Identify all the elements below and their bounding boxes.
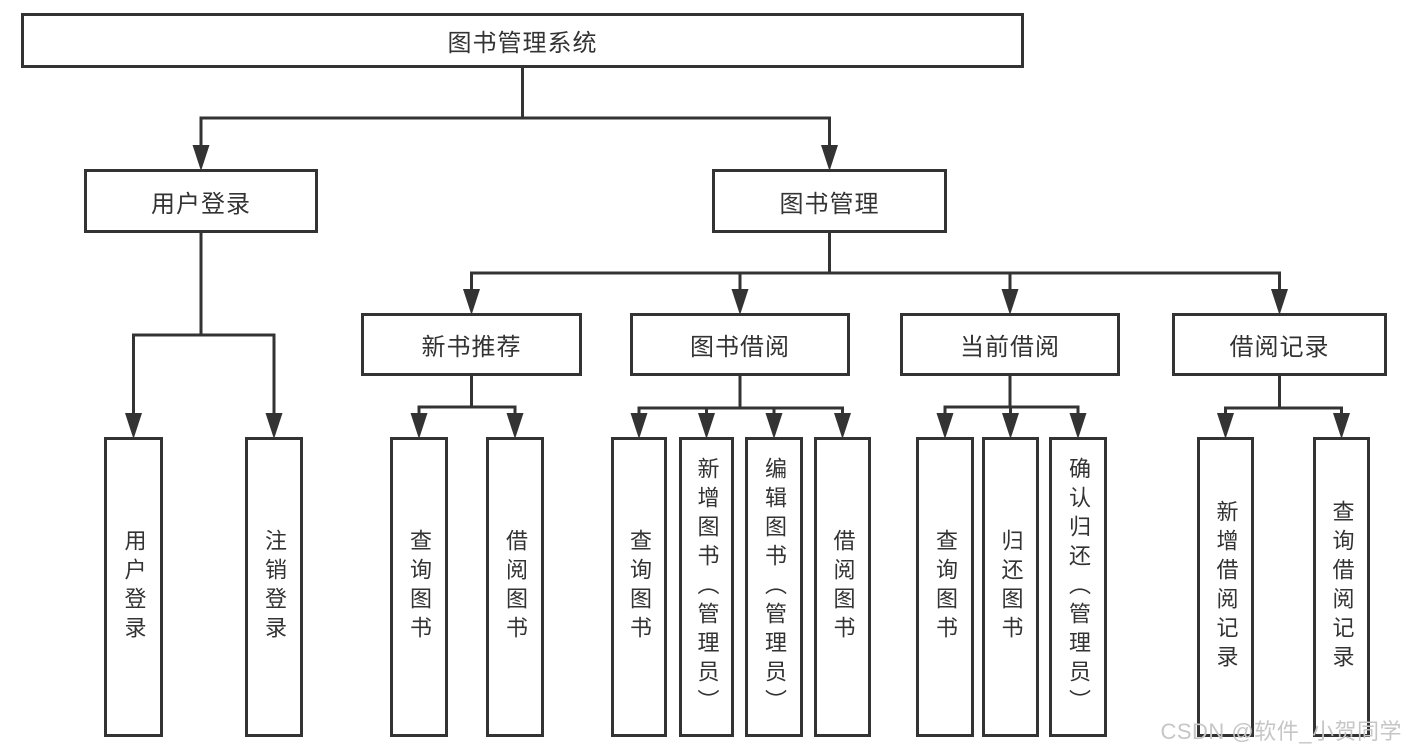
node-add-books-admin: 新增图书（管理员） — [679, 437, 734, 737]
node-label: 新书推荐 — [421, 334, 522, 361]
arrowhead-icon — [1001, 289, 1019, 315]
node-add-borrow-record: 新增借阅记录 — [1197, 437, 1254, 737]
node-label: 借阅图书 — [503, 529, 528, 645]
node-label: 图书管理 — [779, 190, 880, 218]
node-borrow-records: 借阅记录 — [1172, 313, 1387, 376]
node-label: 图书管理系统 — [447, 30, 598, 57]
node-label: 确认归还（管理员） — [1066, 456, 1091, 718]
node-borrow-books-rec: 借阅图书 — [486, 437, 544, 737]
node-label: 注销登录 — [262, 529, 287, 645]
node-query-books-rec: 查询图书 — [390, 437, 448, 737]
node-book-borrow: 图书借阅 — [630, 313, 850, 376]
node-label: 新增借阅记录 — [1213, 500, 1239, 674]
node-label: 借阅记录 — [1229, 334, 1330, 361]
node-label: 查询借阅记录 — [1329, 500, 1355, 674]
arrowhead-icon — [1333, 413, 1350, 439]
arrowhead-icon — [410, 413, 428, 439]
node-user-login-module: 用户登录 — [84, 169, 318, 233]
node-borrow-books: 借阅图书 — [814, 437, 871, 737]
arrowhead-icon — [265, 413, 283, 439]
node-confirm-return: 确认归还（管理员） — [1049, 437, 1107, 737]
arrowhead-icon — [1069, 413, 1087, 439]
node-query-books-borrow: 查询图书 — [611, 437, 667, 737]
node-label: 编辑图书（管理员） — [762, 456, 787, 718]
arrowhead-icon — [731, 289, 749, 315]
arrowhead-icon — [1217, 413, 1234, 439]
node-label: 归还图书 — [998, 529, 1024, 645]
arrowhead-icon — [936, 413, 954, 439]
node-label: 当前借阅 — [960, 334, 1060, 361]
arrowhead-icon — [765, 413, 783, 439]
node-label: 查询图书 — [407, 529, 432, 645]
node-query-books-cur: 查询图书 — [916, 437, 974, 737]
arrowhead-icon — [1271, 289, 1288, 315]
node-logout: 注销登录 — [245, 437, 303, 737]
node-root: 图书管理系统 — [21, 13, 1024, 68]
node-label: 借阅图书 — [830, 529, 856, 645]
arrowhead-icon — [125, 413, 142, 439]
arrowhead-icon — [463, 289, 480, 315]
node-label: 新增图书（管理员） — [694, 456, 720, 718]
arrowhead-icon — [1002, 413, 1019, 439]
watermark-text: CSDN @软件_小贺同学 — [1160, 719, 1402, 744]
node-label: 查询图书 — [627, 529, 652, 645]
arrowhead-icon — [192, 145, 210, 171]
node-current-borrow: 当前借阅 — [900, 313, 1120, 376]
node-label: 用户登录 — [121, 529, 147, 645]
node-query-borrow-record: 查询借阅记录 — [1313, 437, 1370, 737]
arrowhead-icon — [698, 413, 715, 439]
node-book-mgmt-module: 图书管理 — [712, 169, 947, 233]
node-user-login: 用户登录 — [104, 437, 163, 737]
node-label: 用户登录 — [151, 190, 251, 218]
arrowhead-icon — [821, 145, 838, 171]
node-edit-books-admin: 编辑图书（管理员） — [745, 437, 803, 737]
arrowhead-icon — [630, 413, 648, 439]
node-label: 图书借阅 — [690, 334, 790, 361]
node-label: 查询图书 — [933, 529, 958, 645]
node-return-books: 归还图书 — [982, 437, 1039, 737]
arrowhead-icon — [834, 413, 851, 439]
node-new-book-rec: 新书推荐 — [361, 313, 582, 376]
arrowhead-icon — [506, 413, 524, 439]
